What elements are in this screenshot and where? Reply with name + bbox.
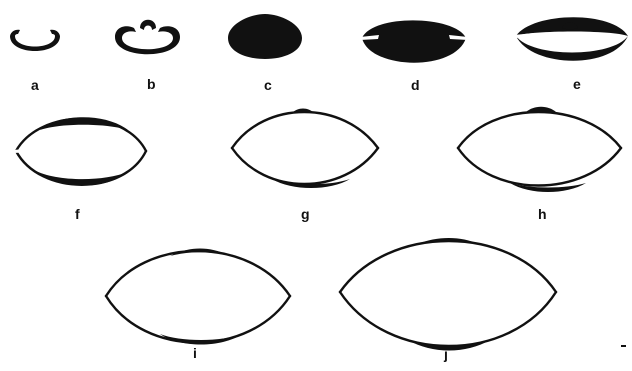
panel-e-shape	[514, 17, 628, 61]
panel-b-shape	[115, 20, 180, 55]
panel-a-label: a	[31, 77, 39, 93]
panel-g-shape	[232, 109, 378, 189]
panel-f-label: f	[75, 206, 80, 222]
panel-c-label: c	[264, 77, 272, 93]
panel-b-label: b	[147, 76, 156, 92]
panel-i-shape	[106, 249, 290, 345]
panel-j-shape	[340, 238, 556, 351]
panel-d-label: d	[411, 77, 420, 93]
panel-h-label: h	[538, 206, 547, 222]
panel-a-shape	[10, 30, 60, 51]
panel-c-shape	[228, 14, 302, 59]
panel-j-label: j	[443, 346, 448, 362]
panel-e-label: e	[573, 76, 581, 92]
panel-i-label: i	[193, 345, 197, 361]
stray-mark	[621, 345, 626, 347]
panel-h-shape	[458, 107, 621, 192]
panel-g-label: g	[301, 206, 310, 222]
panel-d-shape	[360, 20, 468, 62]
panel-f-shape	[14, 117, 146, 185]
